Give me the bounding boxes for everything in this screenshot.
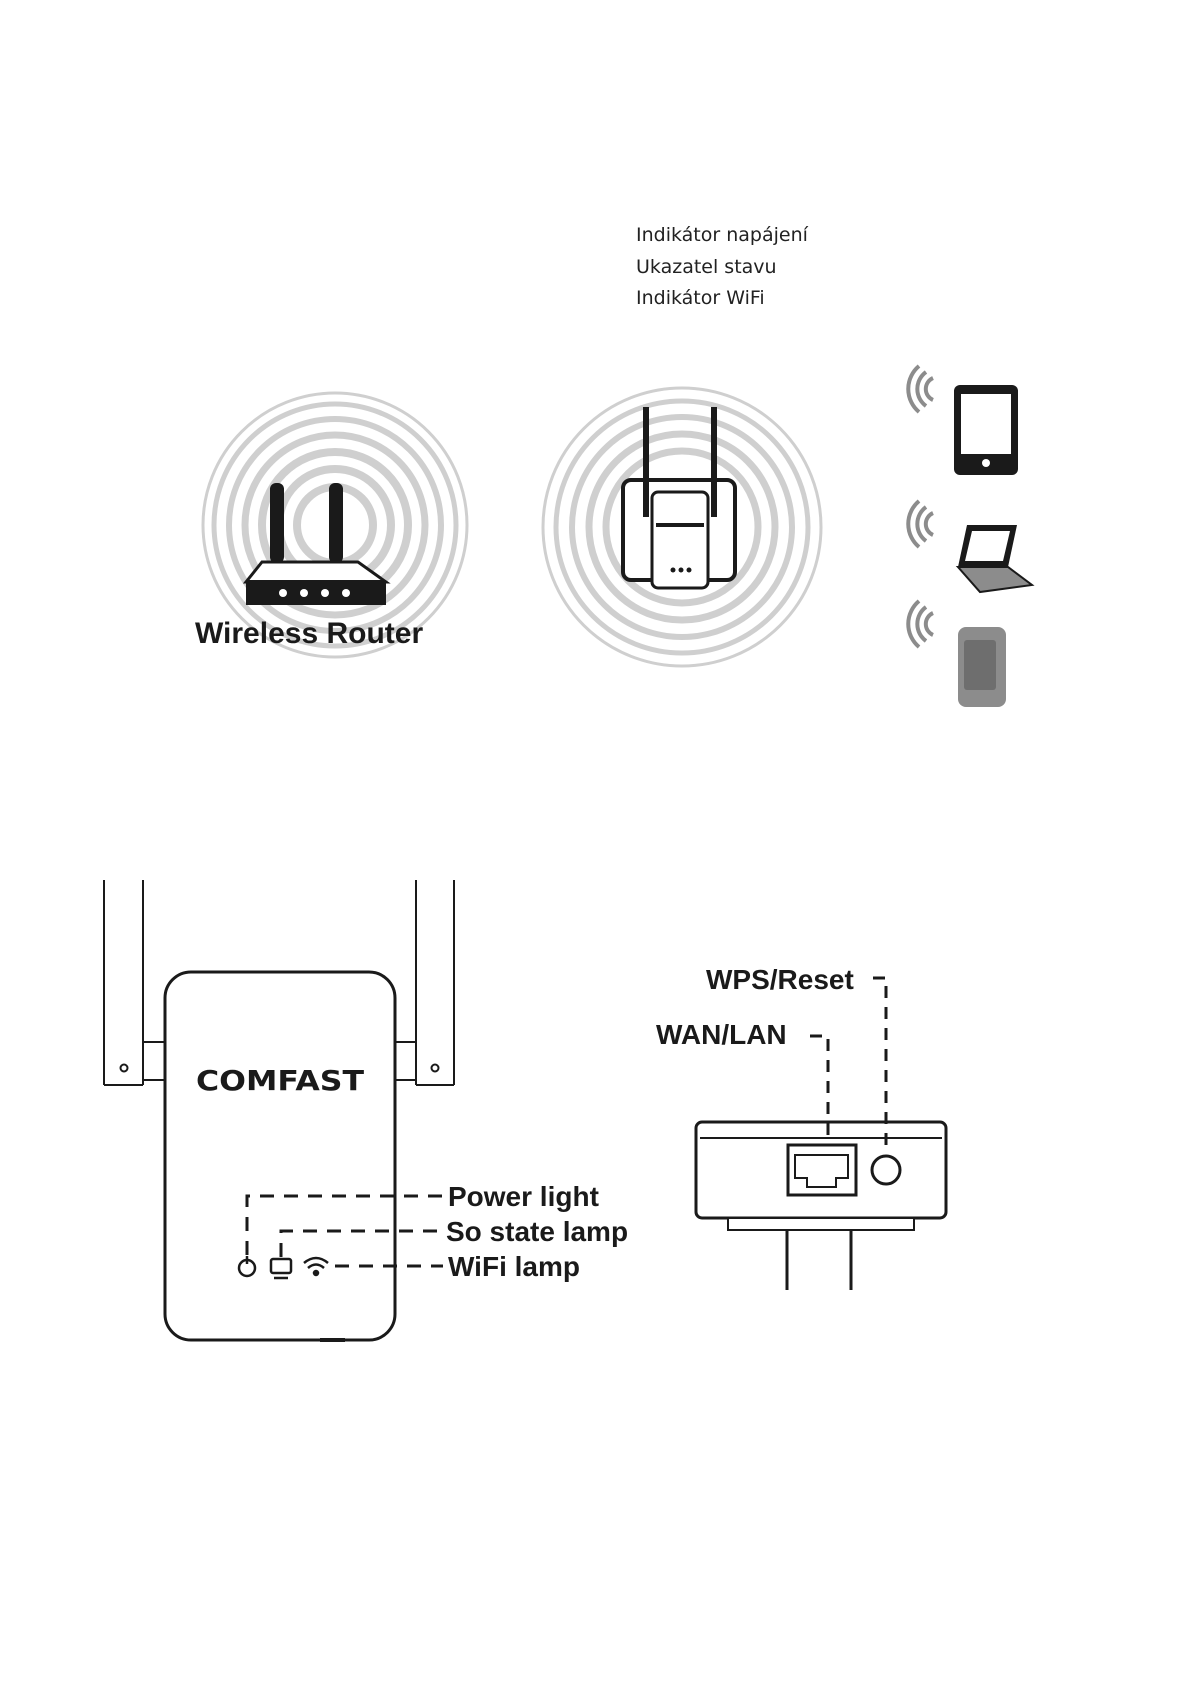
laptop-icon <box>958 525 1032 592</box>
wifi-lamp-label: WiFi lamp <box>448 1251 580 1282</box>
wifi-waves-icon <box>908 601 933 647</box>
tablet-icon <box>954 385 1018 475</box>
wifi-waves-icon <box>908 366 933 412</box>
wifi-waves-icon <box>908 501 933 547</box>
wps-reset-button-icon <box>872 1156 900 1184</box>
router-label: Wireless Router <box>195 617 423 650</box>
wps-reset-label: WPS/Reset <box>706 964 854 995</box>
phone-icon <box>958 627 1006 707</box>
wan-lan-label: WAN/LAN <box>656 1019 787 1050</box>
state-lamp-label: So state lamp <box>446 1216 628 1247</box>
ethernet-port-icon <box>788 1145 856 1195</box>
brand-logo: COMFAST <box>196 1064 364 1097</box>
extender-front-view <box>104 880 454 1340</box>
power-light-label: Power light <box>448 1181 599 1212</box>
